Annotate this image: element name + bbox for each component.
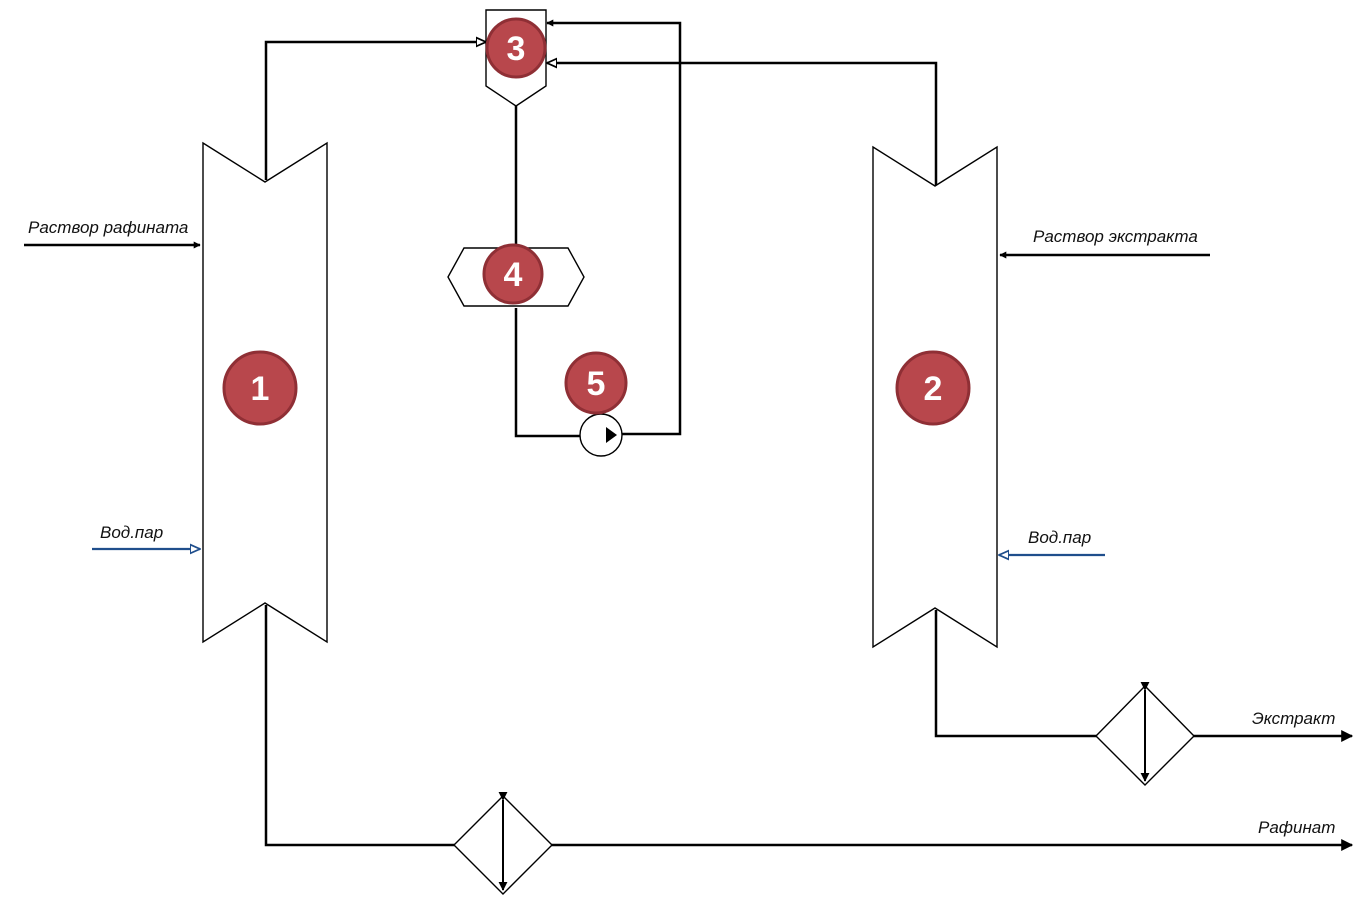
pipe-column2-to-separator	[547, 63, 938, 185]
badge-separator-3: 3	[485, 17, 547, 79]
heat-exchanger-icon	[453, 791, 553, 895]
badge-circle	[485, 17, 547, 79]
pump-icon	[579, 413, 623, 457]
badge-circle	[222, 350, 298, 426]
pipe-hx4-to-pump	[514, 308, 580, 438]
badge-circle	[482, 243, 544, 305]
badge-circle	[895, 350, 971, 426]
badge-label: 5	[587, 365, 606, 403]
label-steam-left: Вод.пар	[100, 523, 163, 542]
label-raffinate-solution: Раствор рафината	[28, 218, 188, 237]
badge-label: 2	[924, 370, 943, 408]
label-steam-right: Вод.пар	[1028, 528, 1091, 547]
label-extract-out: Экстракт	[1252, 709, 1335, 728]
badge-circle	[564, 351, 628, 415]
label-raffinate-out: Рафинат	[1258, 818, 1335, 837]
badge-column-1: 1	[222, 350, 298, 426]
badge-column-2: 2	[895, 350, 971, 426]
pipe-column1-to-separator	[264, 42, 486, 110]
badge-label: 4	[504, 256, 523, 294]
pipe-raffinate-out	[264, 605, 1354, 851]
pipe-extract-out	[934, 610, 1354, 742]
label-extract-solution: Раствор экстракта	[1033, 227, 1198, 246]
badge-label: 3	[507, 30, 526, 68]
badge-label: 1	[251, 370, 270, 408]
heat-exchanger-icon	[1095, 681, 1195, 786]
badge-pump-5: 5	[564, 351, 628, 415]
pipe-pump-to-separator	[546, 19, 682, 436]
badge-heat-exchanger-4: 4	[482, 243, 544, 305]
